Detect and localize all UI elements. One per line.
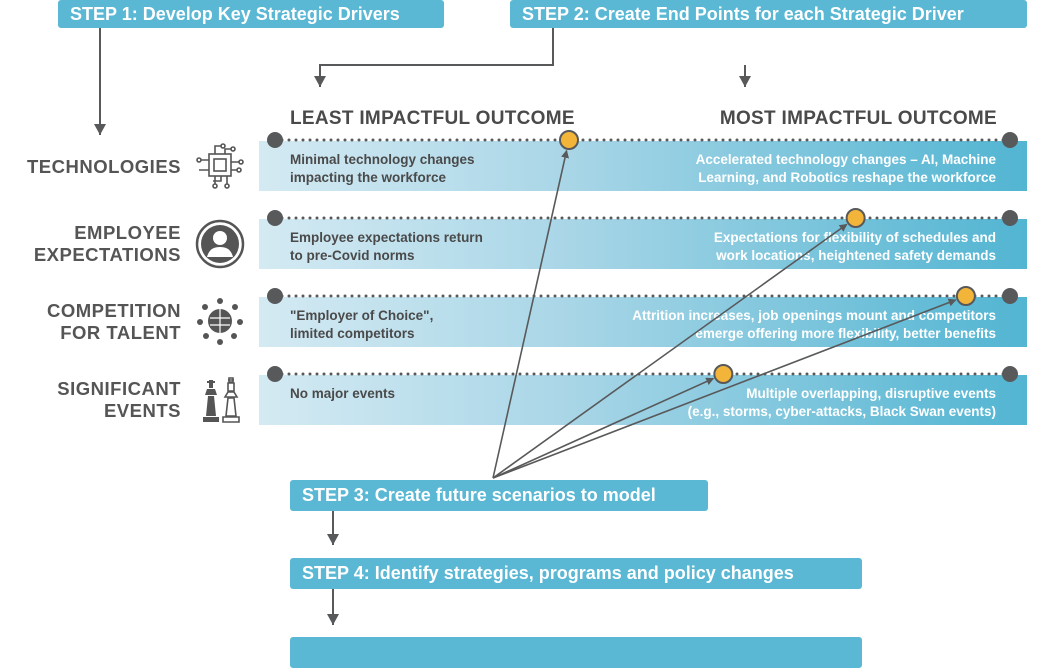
scenario-marker	[845, 208, 866, 228]
step2-connector	[319, 28, 746, 84]
scenario-marker	[559, 130, 579, 150]
most-outcome: Multiple overlapping, disruptive events(…	[687, 386, 996, 419]
step5-box	[290, 637, 862, 668]
least-impactful-header: LEAST IMPACTFUL OUTCOME	[290, 108, 575, 129]
most-endpoint-dot	[1002, 288, 1018, 304]
least-endpoint-dot	[267, 366, 283, 382]
scenario-marker	[955, 286, 976, 306]
globe-people-icon	[197, 298, 243, 345]
least-outcome: "Employer of Choice",limited competitors	[290, 308, 434, 341]
driver-bar-competition: "Employer of Choice",limited competitors…	[259, 297, 1027, 347]
most-impactful-header: MOST IMPACTFUL OUTCOME	[719, 108, 997, 129]
least-endpoint-dot	[267, 210, 283, 226]
step4-box: STEP 4: Identify strategies, programs an…	[290, 558, 862, 589]
most-endpoint-dot	[1002, 132, 1018, 148]
step1-box: STEP 1: Develop Key Strategic Drivers	[58, 0, 444, 28]
step3-box: STEP 3: Create future scenarios to model	[290, 480, 708, 511]
scenario-arrow	[492, 149, 569, 479]
scenario-arrow	[492, 298, 957, 479]
least-endpoint-dot	[267, 288, 283, 304]
step2-box: STEP 2: Create End Points for each Strat…	[510, 0, 1027, 28]
scenario-marker	[713, 364, 734, 384]
scenario-arrow	[492, 223, 848, 479]
most-endpoint-dot	[1002, 210, 1018, 226]
least-outcome: No major events	[290, 386, 396, 401]
person-icon	[195, 219, 245, 269]
most-outcome: Expectations for flexibility of schedule…	[713, 230, 996, 263]
least-endpoint-dot	[267, 132, 283, 148]
most-endpoint-dot	[1002, 366, 1018, 382]
driver-bar-significant-events: No major events Multiple overlapping, di…	[259, 375, 1027, 425]
circuit-chip-icon	[196, 143, 244, 189]
connectors-layer	[94, 28, 1018, 625]
scenario-arrow	[492, 377, 715, 479]
driver-label-technologies: TECHNOLOGIES	[26, 156, 181, 177]
chess-pieces-icon	[203, 377, 240, 423]
most-outcome: Accelerated technology changes – AI, Mac…	[695, 152, 996, 185]
